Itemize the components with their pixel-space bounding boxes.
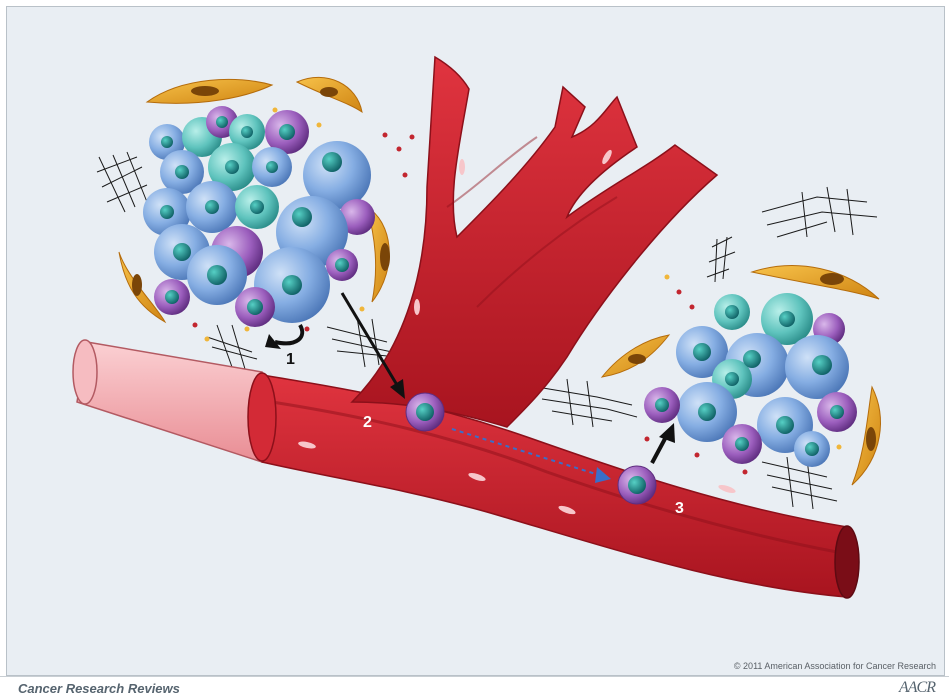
aacr-logo: AACR [899, 679, 935, 697]
circulating-tumor-cell-extravasating [618, 466, 656, 504]
extravasation-arrow [652, 423, 675, 463]
journal-name: Cancer Research Reviews [18, 681, 180, 696]
metastasis-diagram: 1 2 3 [7, 7, 944, 675]
secondary-tumor [644, 293, 857, 467]
step-label-2: 2 [363, 414, 372, 431]
step-label-3: 3 [675, 500, 684, 517]
step1-curved-arrow [265, 325, 302, 349]
copyright-notice: © 2011 American Association for Cancer R… [734, 661, 936, 671]
step-label-1: 1 [286, 351, 295, 368]
figure-panel: 1 2 3 © 2011 American Association for Ca… [6, 6, 945, 676]
footer-bar: Cancer Research Reviews AACR [0, 676, 949, 700]
circulating-tumor-cell-intravasating [406, 393, 444, 431]
